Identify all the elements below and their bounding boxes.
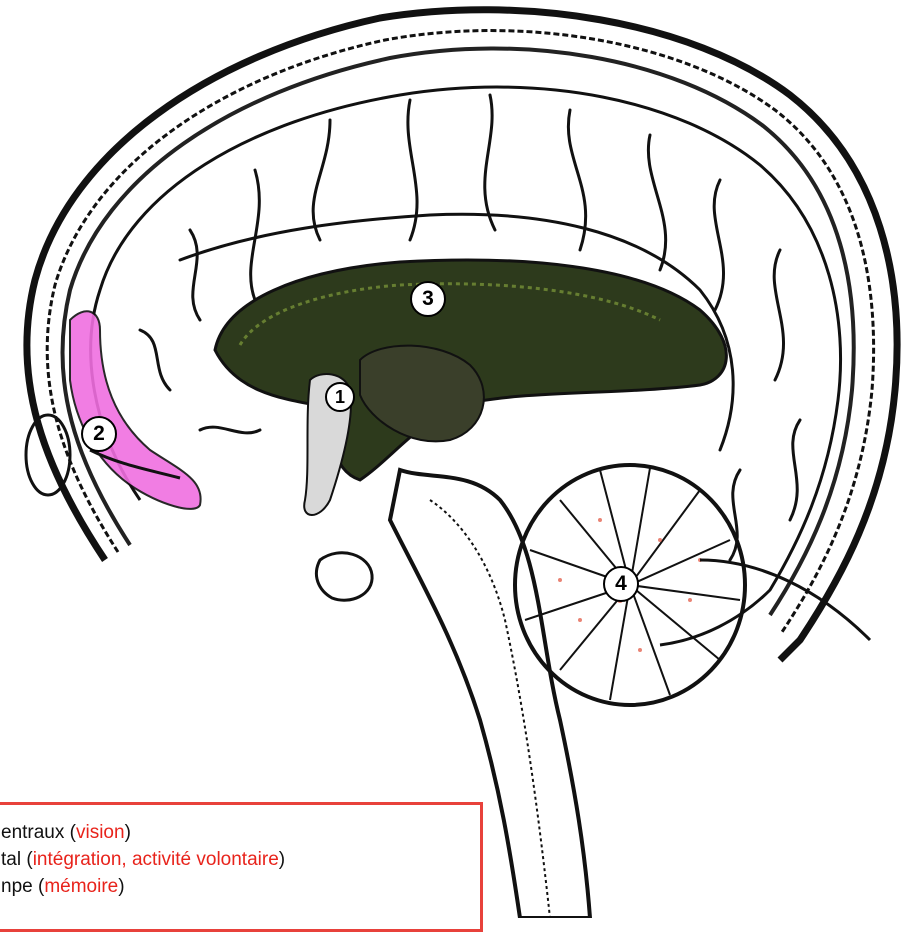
legend-line-2: tal (intégration, activité volontaire) [1, 846, 480, 873]
marker-4: 4 [603, 566, 639, 602]
legend-box: entraux (vision) tal (intégration, activ… [0, 802, 483, 932]
legend-line-3: npe (mémoire) [1, 873, 480, 900]
marker-3: 3 [410, 281, 446, 317]
orbitofrontal-region [70, 311, 201, 509]
legend-function-2: intégration, activité volontaire [33, 849, 279, 870]
marker-2: 2 [81, 416, 117, 452]
legend-function-3: mémoire [44, 876, 118, 897]
marker-1: 1 [325, 382, 355, 412]
legend-line-1: entraux (vision) [1, 819, 480, 846]
legend-function-1: vision [76, 822, 125, 843]
pituitary-gland [316, 553, 372, 600]
